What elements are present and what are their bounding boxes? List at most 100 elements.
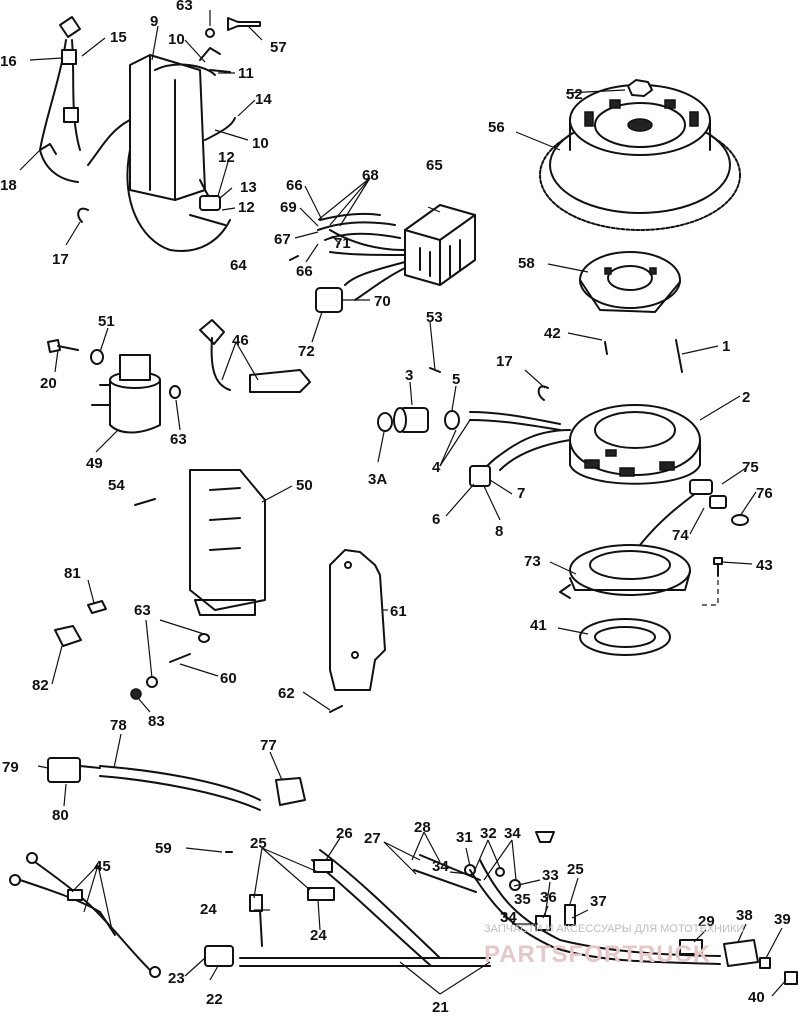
callout-label: 12 <box>218 149 235 166</box>
callout-label: 25 <box>250 835 267 852</box>
callout-label: 9 <box>150 13 158 30</box>
callout-label: 32 <box>480 825 497 842</box>
callout-label: 6 <box>432 511 440 528</box>
callout-label: 53 <box>426 309 443 326</box>
callout-label: 49 <box>86 455 103 472</box>
callout-label: 75 <box>742 459 759 476</box>
callout-label: 24 <box>310 927 327 944</box>
flywheel-nut <box>627 79 653 97</box>
timer-base-assembly <box>559 479 727 599</box>
callout-label: 79 <box>2 759 19 776</box>
callout-label: 65 <box>426 157 443 174</box>
callout-label: 62 <box>278 685 295 702</box>
timer-plate <box>579 251 681 313</box>
callout-label: 5 <box>452 371 460 388</box>
spark-plug-leads <box>199 319 311 393</box>
flywheel <box>539 84 741 231</box>
callout-label: 45 <box>94 858 111 875</box>
retaining-clip <box>537 385 549 401</box>
callout-label: 63 <box>170 431 187 448</box>
callout-label: 66 <box>286 177 303 194</box>
shield-plate <box>329 549 386 691</box>
ignition-coil-assembly <box>39 16 236 252</box>
callout-label: 26 <box>336 825 353 842</box>
callout-label: 14 <box>255 91 272 108</box>
callout-label: 15 <box>110 29 127 46</box>
callout-label: 63 <box>176 0 193 14</box>
watermark: ЗАПЧАСТИ И АКСЕССУАРЫ ДЛЯ МОТОТЕХНИКИ PA… <box>484 923 744 968</box>
callout-label: 40 <box>748 989 765 1006</box>
callout-label: 24 <box>200 901 217 918</box>
callout-label: 39 <box>774 911 791 928</box>
lead-wires-45 <box>9 852 161 978</box>
callout-label: 10 <box>168 31 185 48</box>
callout-label: 82 <box>32 677 49 694</box>
callout-label: 13 <box>240 179 257 196</box>
callout-label: 37 <box>590 893 607 910</box>
callout-label: 11 <box>238 65 254 82</box>
callout-label: 22 <box>206 991 223 1008</box>
connector-plug <box>377 407 460 433</box>
callout-label: 3A <box>368 471 387 488</box>
callout-label: 51 <box>98 313 115 330</box>
callout-label: 34 <box>432 858 449 875</box>
callout-label: 17 <box>496 353 513 370</box>
callout-label: 28 <box>414 819 431 836</box>
callout-label: 46 <box>232 332 249 349</box>
callout-label: 66 <box>296 263 313 280</box>
callout-label: 25 <box>567 861 584 878</box>
callout-label: 20 <box>40 375 57 392</box>
callout-label: 78 <box>110 717 127 734</box>
stator <box>469 404 701 487</box>
callout-label: 21 <box>432 999 449 1016</box>
callout-label: 10 <box>252 135 269 152</box>
callout-label: 64 <box>230 257 247 274</box>
callout-label: 7 <box>517 485 525 502</box>
coil-bracket <box>189 469 266 616</box>
callout-label: 54 <box>108 477 125 494</box>
callout-label: 72 <box>298 343 315 360</box>
callout-label: 29 <box>698 913 715 930</box>
callout-label: 61 <box>390 603 407 620</box>
wire-harness-78 <box>47 757 306 811</box>
callout-label: 43 <box>756 557 773 574</box>
callout-label: 76 <box>756 485 773 502</box>
callout-label: 80 <box>52 807 69 824</box>
callout-label: 42 <box>544 325 561 342</box>
callout-label: 50 <box>296 477 313 494</box>
callout-label: 59 <box>155 840 172 857</box>
callout-label: 4 <box>432 459 441 476</box>
callout-label: 3 <box>405 367 413 384</box>
callout-label: 77 <box>260 737 277 754</box>
callout-label: 38 <box>736 907 753 924</box>
callout-label: 31 <box>456 829 473 846</box>
watermark-logo-text: PARTSFORTRUCK <box>484 941 711 968</box>
callout-label: 18 <box>0 177 17 194</box>
callout-label: 34 <box>504 825 521 842</box>
callout-label: 60 <box>220 670 237 687</box>
assembly-dashed-line <box>700 580 719 606</box>
callout-label: 73 <box>524 553 541 570</box>
callout-label: 70 <box>374 293 391 310</box>
callout-label: 52 <box>566 86 583 103</box>
callout-label: 56 <box>488 119 505 136</box>
callout-label: 68 <box>362 167 379 184</box>
callout-label: 12 <box>238 199 255 216</box>
main-harness <box>204 849 798 985</box>
callout-label: 34 <box>500 909 517 926</box>
callout-label: 63 <box>134 602 151 619</box>
rectifier-lead-wires <box>317 212 401 241</box>
callout-label: 35 <box>514 891 531 908</box>
coil <box>91 354 161 434</box>
callout-label: 1 <box>722 338 730 355</box>
callout-label: 83 <box>148 713 165 730</box>
watermark-tagline: ЗАПЧАСТИ И АКСЕССУАРЫ ДЛЯ МОТОТЕХНИКИ <box>484 923 744 935</box>
callout-label: 71 <box>334 235 351 252</box>
callout-label: 23 <box>168 970 185 987</box>
callout-label: 41 <box>530 617 547 634</box>
callout-label: 16 <box>0 53 17 70</box>
callout-label: 81 <box>64 565 81 582</box>
callout-label: 57 <box>270 39 287 56</box>
